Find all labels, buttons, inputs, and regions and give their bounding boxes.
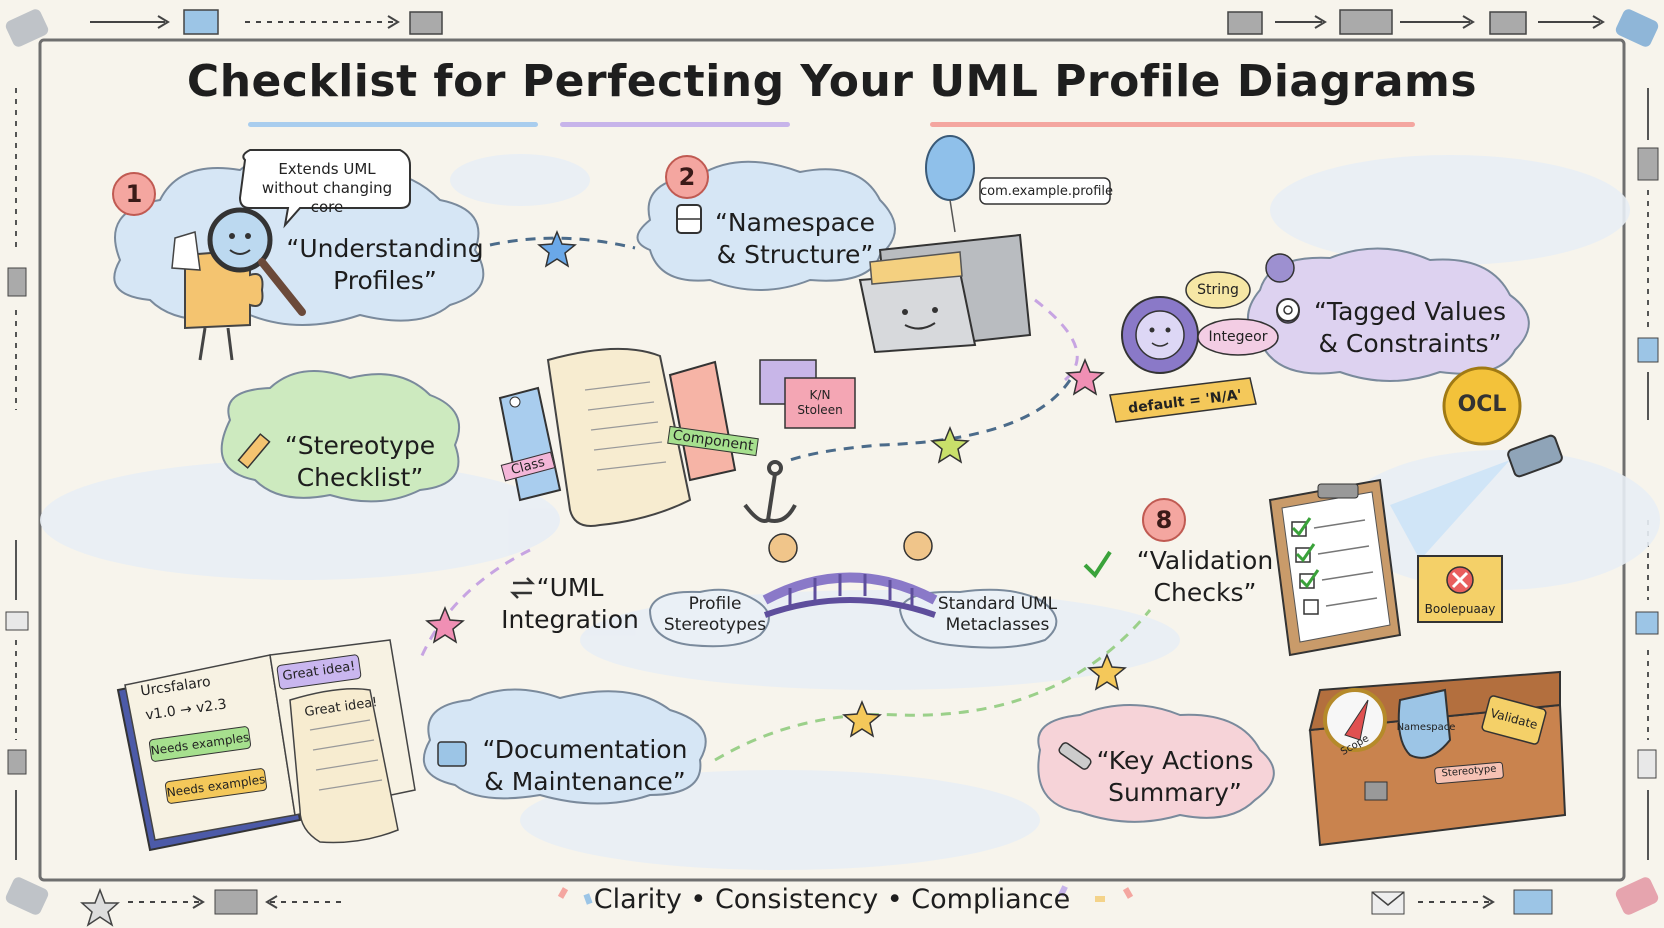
integer-bubble: Integeor bbox=[1208, 329, 1268, 345]
step-label-line1: “Understanding bbox=[286, 234, 484, 263]
title-underline-purple bbox=[560, 122, 790, 127]
step-documentation-maintenance: “Documentation & Maintenance” bbox=[470, 734, 700, 798]
step-key-actions-summary: “Key Actions Summary” bbox=[1080, 745, 1270, 809]
step-label-line1: “Tagged Values bbox=[1313, 297, 1507, 326]
ocl-medal: OCL bbox=[1457, 392, 1507, 417]
step-uml-integration: “UML Integration bbox=[480, 572, 660, 636]
step-label-line1: “Validation bbox=[1136, 546, 1274, 575]
profile-line-2: Stereotypes bbox=[663, 615, 767, 635]
page-title: Checklist for Perfecting Your UML Profil… bbox=[186, 56, 1478, 107]
step-badge-1: 1 bbox=[112, 172, 156, 216]
step-label-line2: Integration bbox=[501, 605, 639, 634]
step-label-line1: “Documentation bbox=[482, 735, 688, 764]
standard-line-2: Metaclasses bbox=[945, 615, 1050, 635]
standard-line-1: Standard UML bbox=[937, 594, 1058, 614]
namespace-tag: com.example.profile bbox=[980, 184, 1114, 199]
profile-line-1: Profile bbox=[688, 594, 742, 614]
toolbox-shield-label: Namespace bbox=[1396, 722, 1456, 733]
standard-metaclasses-label: Standard UML Metaclasses bbox=[925, 594, 1070, 636]
step-validation-checks: “Validation Checks” bbox=[1110, 545, 1300, 609]
speech-line-2: without changing core bbox=[261, 179, 393, 216]
step-label-line2: Checklist” bbox=[296, 463, 424, 492]
card-line-2: Stoleen bbox=[797, 403, 843, 417]
step-tagged-values: “Tagged Values & Constraints” bbox=[1300, 296, 1520, 360]
stereotype-card: Κ/Ν Stoleen bbox=[785, 388, 855, 418]
title-underline-pink bbox=[930, 122, 1415, 127]
step-label-line1: “Stereotype bbox=[284, 431, 436, 460]
step-stereotype-checklist: “Stereotype Checklist” bbox=[260, 430, 460, 494]
step-label-line2: Summary” bbox=[1108, 778, 1242, 807]
step-label-line2: & Maintenance” bbox=[484, 767, 686, 796]
step-label-line2: & Structure” bbox=[716, 240, 874, 269]
step-namespace-structure: “Namespace & Structure” bbox=[695, 207, 895, 271]
title-underline-blue bbox=[248, 122, 538, 127]
step-label-line2: Checks” bbox=[1153, 578, 1257, 607]
warning-sign-label: Boolepuaay bbox=[1424, 602, 1496, 616]
speech-bubble: Extends UML without changing core bbox=[244, 160, 410, 217]
step-badge-8: 8 bbox=[1142, 498, 1186, 542]
footer-tagline: Clarity • Consistency • Compliance bbox=[593, 884, 1071, 915]
step-badge-2: 2 bbox=[665, 155, 709, 199]
card-line-1: Κ/Ν bbox=[809, 388, 831, 402]
step-label-line1: “UML bbox=[536, 573, 604, 602]
step-label-line2: Profiles” bbox=[333, 266, 437, 295]
step-label-line1: “Namespace bbox=[714, 208, 876, 237]
profile-stereotypes-label: Profile Stereotypes bbox=[650, 594, 780, 636]
step-label-line1: “Key Actions bbox=[1096, 746, 1254, 775]
step-label-line2: & Constraints” bbox=[1318, 329, 1502, 358]
step-understanding-profiles: “Understanding Profiles” bbox=[285, 233, 485, 297]
speech-line-1: Extends UML bbox=[278, 160, 376, 178]
string-bubble: String bbox=[1197, 282, 1239, 298]
